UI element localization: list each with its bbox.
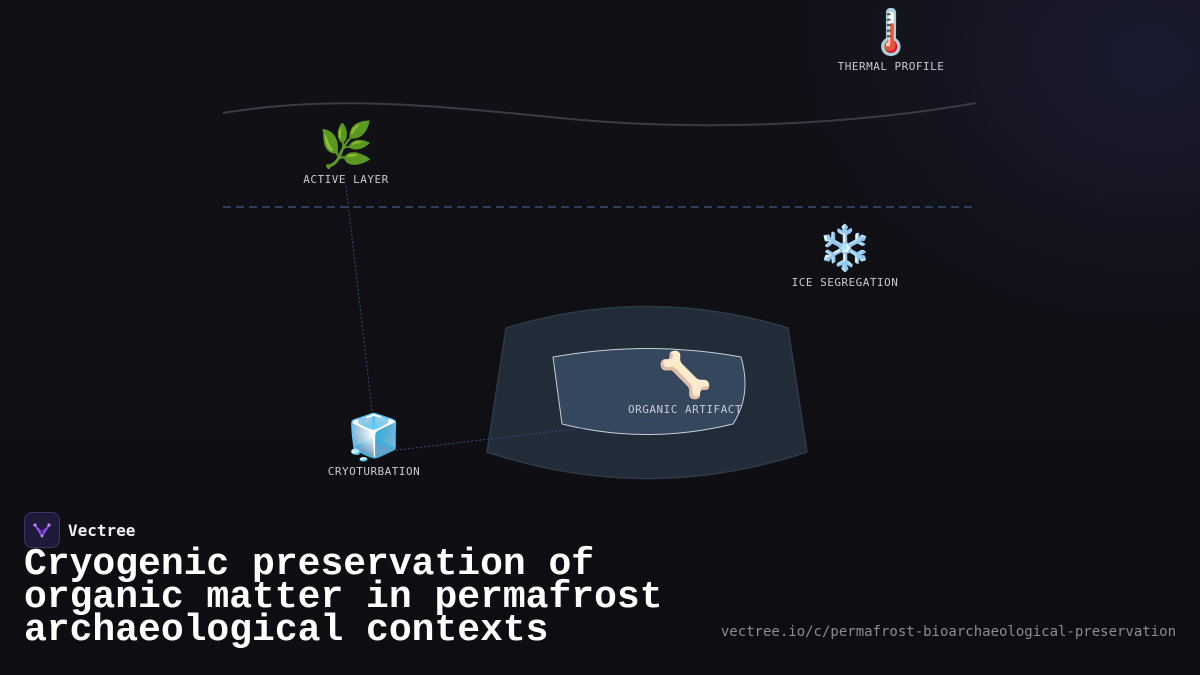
node-ice-segregation[interactable]: ❄️ ICE SEGREGATION [791, 223, 899, 290]
connector-active-cryo [345, 185, 374, 419]
thermometer-icon: 🌡️ [863, 7, 919, 58]
node-label: ACTIVE LAYER [303, 173, 389, 186]
connector-cryo-artifact [379, 415, 685, 453]
node-label: CRYOTURBATION [327, 465, 421, 478]
page-url[interactable]: vectree.io/c/permafrost-bioarchaeologica… [720, 624, 1176, 640]
node-label: THERMAL PROFILE [837, 60, 945, 73]
ice-cube-icon: 🧊 [346, 412, 402, 463]
node-label: ICE SEGREGATION [791, 276, 899, 289]
brand-name: Vectree [68, 520, 136, 540]
node-thermal-profile[interactable]: 🌡️ THERMAL PROFILE [837, 7, 945, 74]
brand[interactable]: Vectree [24, 512, 135, 548]
node-organic-artifact[interactable]: 🦴 ORGANIC ARTIFACT [628, 350, 742, 417]
node-label: ORGANIC ARTIFACT [628, 403, 742, 416]
page-title: Cryogenic preservation of organic matter… [24, 543, 663, 652]
leaf-icon: 🌿 [318, 120, 374, 171]
bone-icon: 🦴 [657, 350, 713, 401]
node-active-layer[interactable]: 🌿 ACTIVE LAYER [303, 120, 389, 187]
artifact-inclusion [552, 348, 746, 435]
ground-surface-line [222, 102, 977, 127]
node-cryoturbation[interactable]: 🧊 CRYOTURBATION [327, 412, 421, 479]
vectree-logo-icon [24, 512, 60, 548]
snowflake-icon: ❄️ [817, 223, 873, 274]
